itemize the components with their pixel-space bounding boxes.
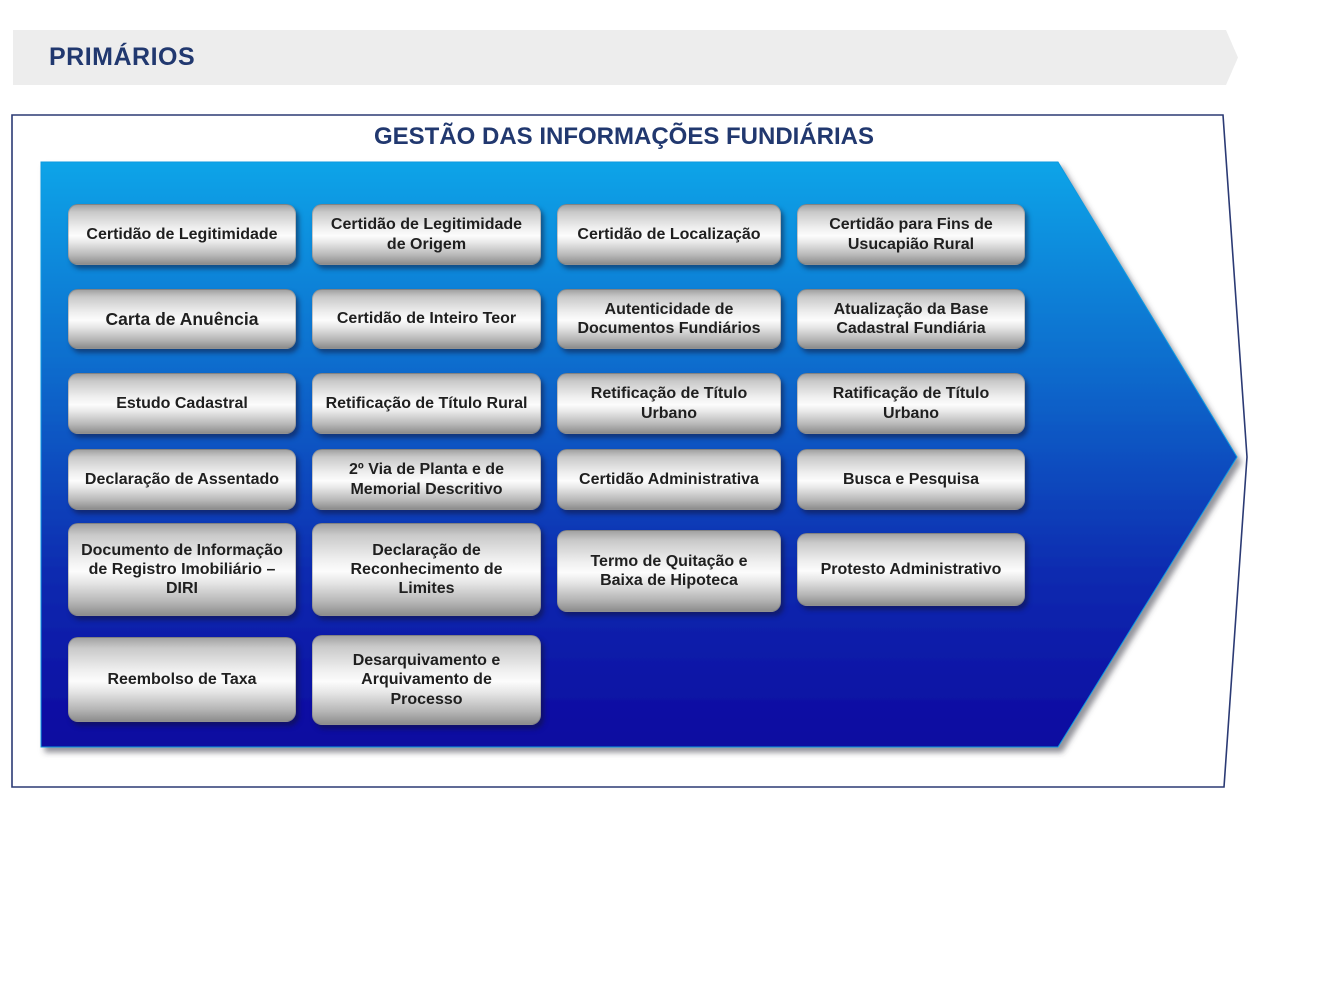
node-atualizacao-da-base-cadastral-fundiaria[interactable]: Atualização da Base Cadastral Fundiária bbox=[797, 289, 1025, 349]
node-carta-de-anuencia[interactable]: Carta de Anuência bbox=[68, 289, 296, 349]
node-certidao-administrativa[interactable]: Certidão Administrativa bbox=[557, 449, 781, 510]
diagram-title: GESTÃO DAS INFORMAÇÕES FUNDIÁRIAS bbox=[373, 123, 874, 150]
node-termo-de-quitacao-e-baixa-de-hipoteca[interactable]: Termo de Quitação e Baixa de Hipoteca bbox=[557, 530, 781, 612]
node-autenticidade-de-documentos-fundiarios[interactable]: Autenticidade de Documentos Fundiários bbox=[557, 289, 781, 349]
node-certidao-de-inteiro-teor[interactable]: Certidão de Inteiro Teor bbox=[312, 289, 541, 349]
node-declaracao-de-assentado[interactable]: Declaração de Assentado bbox=[68, 449, 296, 510]
node-documento-de-informacao-de-registro-imobiliario-diri[interactable]: Documento de Informação de Registro Imob… bbox=[68, 523, 296, 616]
node-retificacao-de-titulo-rural[interactable]: Retificação de Título Rural bbox=[312, 373, 541, 434]
primarios-banner-label: PRIMÁRIOS bbox=[49, 43, 196, 71]
node-busca-e-pesquisa[interactable]: Busca e Pesquisa bbox=[797, 449, 1025, 510]
primarios-banner: PRIMÁRIOS bbox=[13, 30, 1238, 85]
node-desarquivamento-e-arquivamento-de-processo[interactable]: Desarquivamento e Arquivamento de Proces… bbox=[312, 635, 541, 725]
node-estudo-cadastral[interactable]: Estudo Cadastral bbox=[68, 373, 296, 434]
node-ratificacao-de-titulo-urbano[interactable]: Ratificação de Título Urbano bbox=[797, 373, 1025, 434]
node-certidao-para-fins-de-usucapiao-rural[interactable]: Certidão para Fins de Usucapião Rural bbox=[797, 204, 1025, 265]
node-certidao-de-legitimidade[interactable]: Certidão de Legitimidade bbox=[68, 204, 296, 265]
node-protesto-administrativo[interactable]: Protesto Administrativo bbox=[797, 533, 1025, 606]
node-reembolso-de-taxa[interactable]: Reembolso de Taxa bbox=[68, 637, 296, 722]
node-certidao-de-localizacao[interactable]: Certidão de Localização bbox=[557, 204, 781, 265]
node-declaracao-de-reconhecimento-de-limites[interactable]: Declaração de Reconhecimento de Limites bbox=[312, 523, 541, 616]
node-certidao-de-legitimidade-de-origem[interactable]: Certidão de Legitimidade de Origem bbox=[312, 204, 541, 265]
node-retificacao-de-titulo-urbano[interactable]: Retificação de Título Urbano bbox=[557, 373, 781, 434]
node-segunda-via-de-planta-e-memorial-descritivo[interactable]: 2º Via de Planta e de Memorial Descritiv… bbox=[312, 449, 541, 510]
